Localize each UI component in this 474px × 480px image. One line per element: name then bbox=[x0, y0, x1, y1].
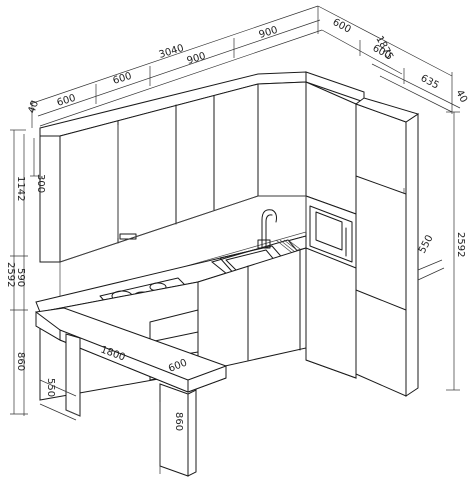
dim-2592-left: 2592 bbox=[5, 262, 16, 287]
dim-3040: 3040 bbox=[158, 43, 186, 61]
dim-550-left: 550 bbox=[45, 378, 56, 397]
dim-40-left: 40 bbox=[26, 99, 41, 115]
dim-860-left: 860 bbox=[15, 352, 26, 371]
top-dimension-lines bbox=[29, 5, 461, 128]
dim-40-right: 40 bbox=[453, 88, 469, 104]
dim-900-top-b: 900 bbox=[186, 51, 207, 67]
right-dimension-lines bbox=[417, 111, 460, 391]
dim-600-right-top: 600 bbox=[331, 17, 353, 36]
back-wall bbox=[59, 195, 307, 303]
upper-cabinets-left bbox=[39, 71, 307, 263]
left-dimension-lines bbox=[10, 129, 161, 474]
dim-550-tall: 550 bbox=[417, 233, 436, 255]
dim-600-top-b: 600 bbox=[56, 93, 77, 109]
dim-2592-right: 2592 bbox=[455, 232, 466, 257]
right-wall-cabinets bbox=[305, 81, 420, 397]
dim-590: 590 bbox=[15, 268, 26, 287]
dim-300: 300 bbox=[35, 174, 46, 193]
dim-860-bar: 860 bbox=[173, 412, 184, 431]
peninsula-bar bbox=[35, 307, 227, 477]
dim-1142: 1142 bbox=[15, 176, 26, 201]
dim-600-top-a: 600 bbox=[112, 71, 133, 87]
dim-900-top-a: 900 bbox=[258, 25, 279, 41]
